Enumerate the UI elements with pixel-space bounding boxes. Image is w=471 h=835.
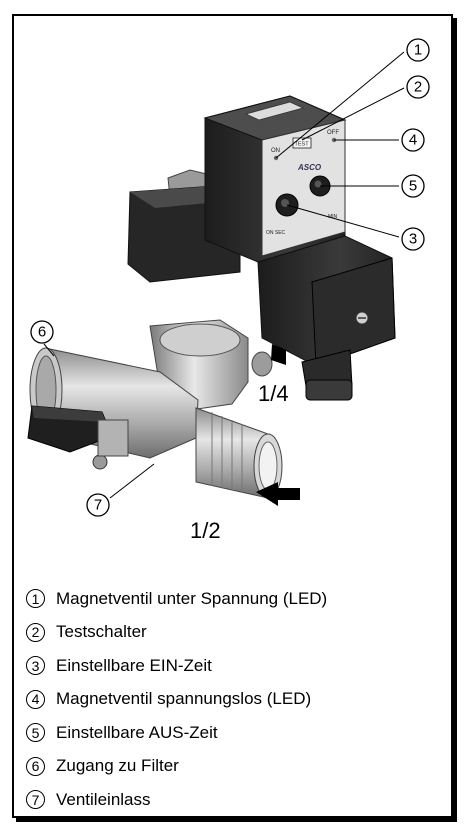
legend-text: Magnetventil unter Spannung (LED) <box>56 588 328 608</box>
legend-item: 5 Einstellbare AUS-Zeit <box>26 716 446 750</box>
port-quarter <box>251 351 273 377</box>
svg-text:TEST: TEST <box>295 142 310 148</box>
callout-5: 5 <box>401 174 425 198</box>
svg-text:MIN: MIN <box>328 214 338 220</box>
port-label-half: 1/2 <box>190 518 221 543</box>
legend-number: 6 <box>26 756 45 776</box>
svg-text:5: 5 <box>409 178 417 195</box>
legend-item: 7 Ventileinlass <box>26 783 446 817</box>
legend-item: 6 Zugang zu Filter <box>26 750 446 784</box>
callout-4: 4 <box>401 128 425 152</box>
callout-3: 3 <box>401 227 425 251</box>
brand-label: ASCO <box>297 163 322 172</box>
flow-arrow-half-icon <box>256 482 300 506</box>
legend-text: Einstellbare EIN-Zeit <box>56 655 212 675</box>
legend-item: 3 Einstellbare EIN-Zeit <box>26 649 446 683</box>
timer-face <box>261 119 346 257</box>
svg-text:ON SEC: ON SEC <box>266 230 286 236</box>
legend-number: 7 <box>26 790 45 810</box>
led-off-label: OFF <box>327 130 339 136</box>
leader-lines <box>43 51 405 499</box>
legend-text: Magnetventil spannungslos (LED) <box>56 689 312 709</box>
legend-number: 4 <box>26 689 45 709</box>
legend-item: 2 Testschalter <box>26 616 446 650</box>
legend-text: Zugang zu Filter <box>56 756 179 776</box>
svg-text:6: 6 <box>38 324 46 341</box>
legend-text: Einstellbare AUS-Zeit <box>56 722 218 742</box>
callout-6: 6 <box>30 320 54 344</box>
legend-list: 1 Magnetventil unter Spannung (LED) 2 Test… <box>26 582 446 817</box>
legend-number: 1 <box>26 589 45 609</box>
legend-number: 3 <box>26 656 45 676</box>
svg-text:7: 7 <box>94 497 102 514</box>
led-on-label: ON <box>271 148 280 154</box>
legend-text: Testschalter <box>56 622 147 642</box>
valve-illustration: ON OFF TEST ASCO ON SEC MIN 1/4 1/2 <box>27 38 430 543</box>
callout-7: 7 <box>86 493 110 517</box>
legend-item: 4 Magnetventil spannungslos (LED) <box>26 683 446 717</box>
svg-text:3: 3 <box>409 231 417 248</box>
legend-number: 5 <box>26 723 45 743</box>
port-label-quarter: 1/4 <box>258 381 289 406</box>
frame-shadow-right <box>453 18 457 822</box>
svg-text:1: 1 <box>414 42 422 59</box>
legend-item: 1 Magnetventil unter Spannung (LED) <box>26 582 446 616</box>
svg-text:2: 2 <box>414 79 422 96</box>
callout-1: 1 <box>406 38 430 62</box>
handle-nut <box>92 454 108 470</box>
frame-shadow-bottom <box>16 818 457 822</box>
test-button[interactable] <box>292 137 312 149</box>
flow-arrow-quarter-icon <box>271 344 286 365</box>
callout-2: 2 <box>406 75 430 99</box>
legend-number: 2 <box>26 622 45 642</box>
legend-text: Ventileinlass <box>56 789 151 809</box>
svg-text:4: 4 <box>409 132 417 149</box>
